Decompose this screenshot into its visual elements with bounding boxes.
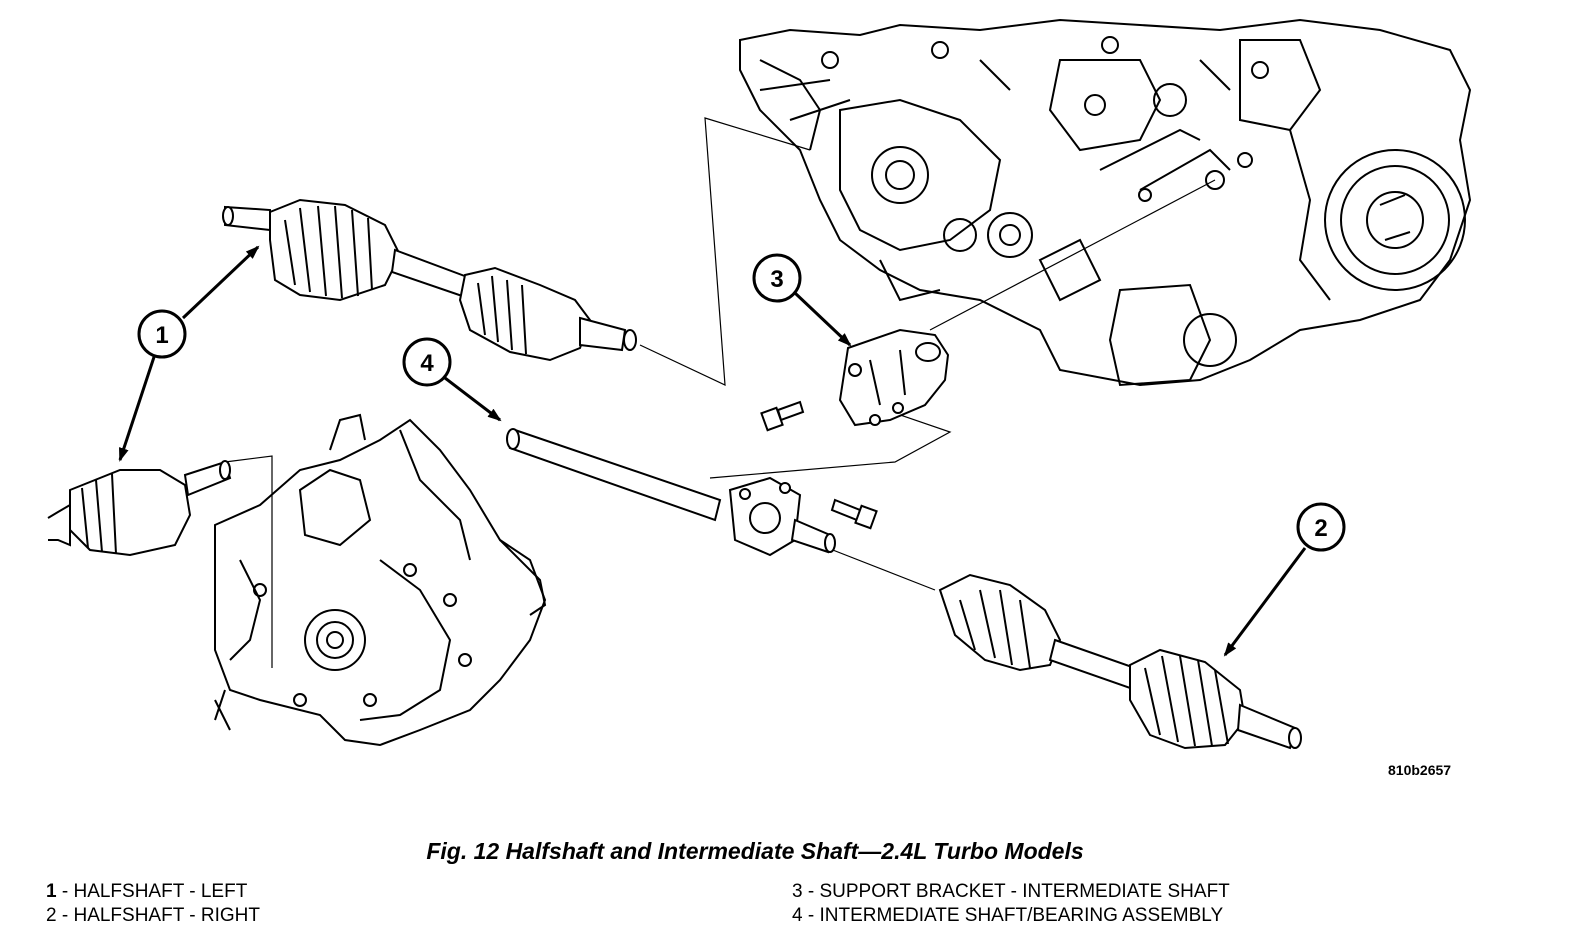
transaxle-illustration [214,413,547,747]
legend-separator: - [56,881,74,902]
legend-separator: - [56,905,74,926]
legend-label: HALFSHAFT - RIGHT [73,905,260,926]
halfshaft-right-illustration [938,573,1302,750]
callout-4: 4 [402,337,452,387]
legend-item-1: 1 - HALFSHAFT - LEFT [46,880,260,904]
callout-2: 2 [1296,502,1346,552]
callout-1-arrow-upper [181,245,260,320]
callout-1-arrow-lower [118,353,157,462]
callout-2-number: 2 [1314,515,1327,542]
callout-3-arrow [793,291,852,347]
legend-label: HALFSHAFT - LEFT [73,881,248,902]
legend-column-left: 1 - HALFSHAFT - LEFT 2 - HALFSHAFT - RIG… [46,880,260,928]
legend-label: INTERMEDIATE SHAFT/BEARING ASSEMBLY [819,905,1224,926]
callout-4-number: 4 [420,350,434,377]
intermediate-shaft-illustration [506,428,836,557]
legend-label: SUPPORT BRACKET - INTERMEDIATE SHAFT [819,881,1230,902]
halfshaft-left-lower-illustration [47,460,232,557]
callout-1-number: 1 [155,322,168,349]
support-bracket-illustration [838,328,950,427]
engine-block-illustration [739,18,1472,387]
legend-number: 3 [792,881,803,902]
legend-separator: - [802,881,820,902]
shaft-bolt-illustration [830,498,878,530]
leader-lines [224,117,1216,668]
legend-item-3: 3 - SUPPORT BRACKET - INTERMEDIATE SHAFT [792,880,1230,904]
callout-arrows [118,245,1307,657]
legend-item-2: 2 - HALFSHAFT - RIGHT [46,904,260,928]
figure-caption: Fig. 12 Halfshaft and Intermediate Shaft… [426,838,1084,864]
halfshaft-left-upper-illustration [222,198,637,362]
legend-separator: - [802,905,820,926]
legend-number: 1 [46,881,57,902]
figure-reference-code: 810b2657 [1388,762,1452,778]
legend-column-right: 3 - SUPPORT BRACKET - INTERMEDIATE SHAFT… [792,880,1230,928]
legend-item-4: 4 - INTERMEDIATE SHAFT/BEARING ASSEMBLY [792,904,1230,928]
callout-1: 1 [137,309,187,359]
exploded-parts-diagram: 1 2 3 4 [47,18,1472,750]
callout-3-number: 3 [770,266,783,293]
legend-number: 2 [46,905,57,926]
callout-4-arrow [444,376,502,422]
legend-number: 4 [792,905,803,926]
bracket-bolt-illustration [760,400,805,432]
callout-3: 3 [752,253,802,303]
callout-2-arrow [1223,547,1307,657]
